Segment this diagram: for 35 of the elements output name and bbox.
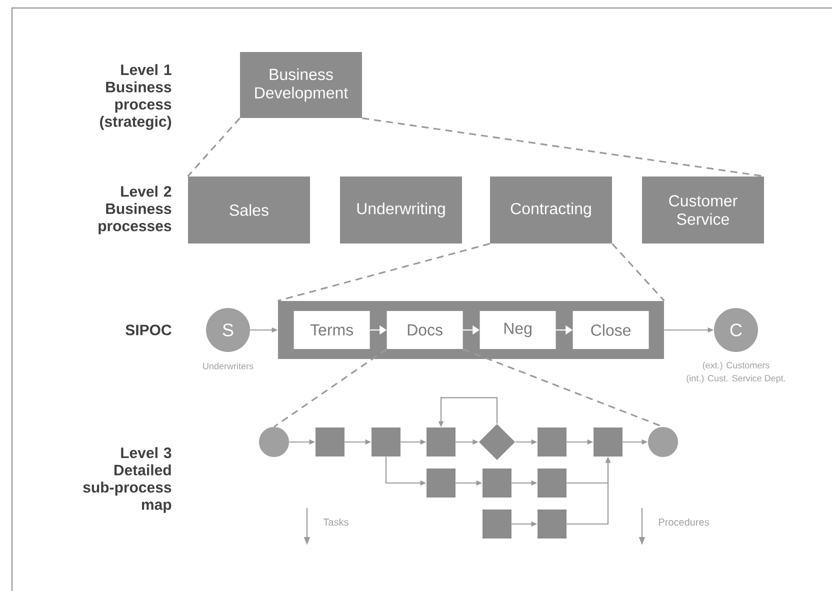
task-square — [426, 468, 456, 498]
level-label: Level 1 Business process (strategic) — [100, 64, 172, 130]
step-box: Neg — [480, 311, 556, 349]
task-square — [426, 428, 456, 456]
caption-text: Underwriters — [203, 362, 254, 370]
level-label: Level 2 Business processes — [98, 186, 172, 234]
connector-line — [274, 348, 388, 428]
process-box: Underwriting — [340, 176, 462, 244]
note-text: Tasks — [323, 518, 348, 526]
caption-text: (ext.) Customers — [702, 362, 770, 370]
level-label: Level 3 Detailed sub-process map — [83, 447, 172, 513]
process-box: Business Development — [240, 52, 362, 118]
step-box: Docs — [386, 311, 463, 349]
connector-line — [278, 242, 490, 302]
task-square — [316, 428, 344, 456]
level-label: SIPOC — [126, 324, 172, 336]
task-square — [482, 510, 512, 538]
task-square — [372, 428, 400, 456]
connector-line — [612, 243, 665, 302]
connector-line — [187, 118, 240, 177]
task-square — [538, 510, 566, 538]
note-text: Procedures — [659, 518, 709, 526]
task-square — [538, 468, 566, 498]
end-circle — [648, 427, 678, 457]
process-box: Sales — [188, 176, 310, 244]
start-circle — [259, 427, 289, 457]
step-box: Close — [572, 311, 649, 349]
process-box: Customer Service — [642, 176, 764, 244]
caption-text: (int.) Cust. Service Dept. — [686, 374, 786, 384]
task-square — [538, 428, 566, 456]
process-box: Contracting — [490, 176, 612, 244]
step-box: Terms — [294, 311, 370, 349]
task-square — [594, 428, 622, 456]
task-square — [482, 468, 512, 498]
decision-diamond — [478, 424, 516, 460]
